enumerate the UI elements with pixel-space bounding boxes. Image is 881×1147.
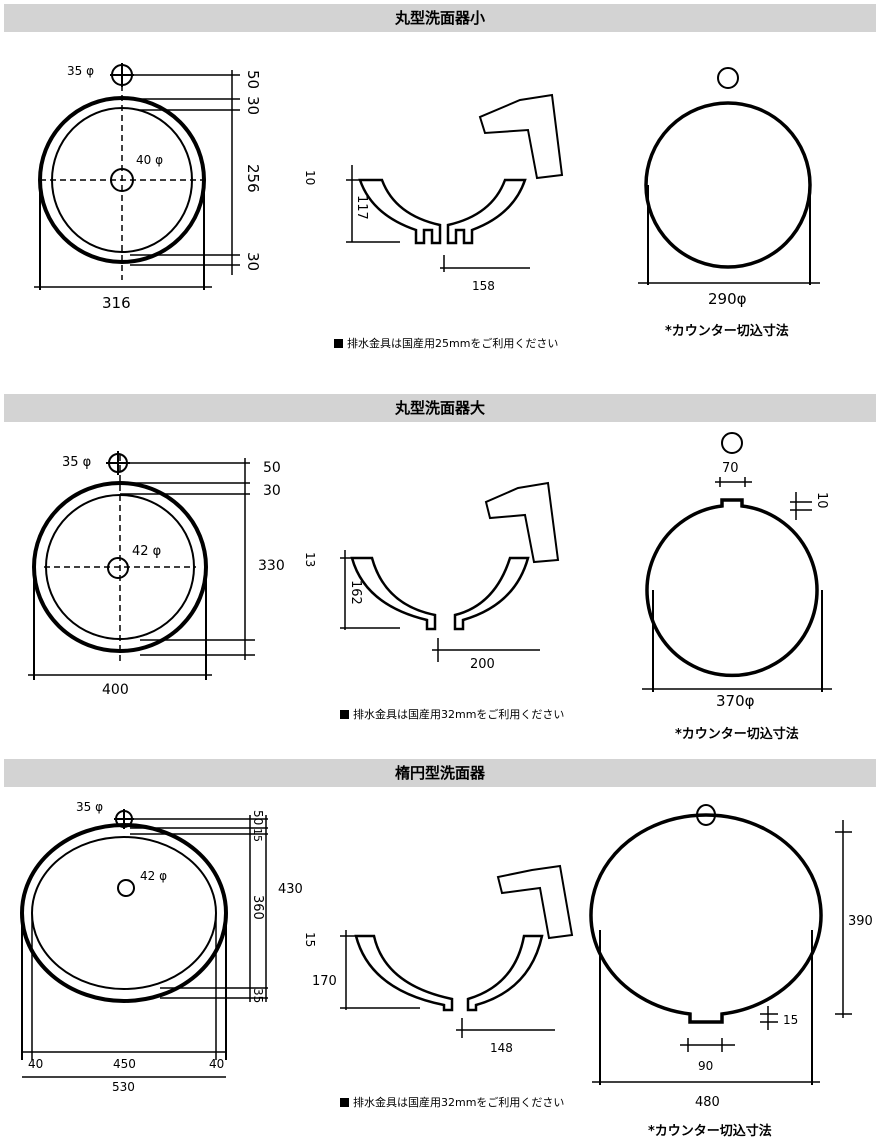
dim-50-label: 50 bbox=[263, 460, 281, 476]
drain-hole bbox=[110, 168, 134, 192]
drain-hole bbox=[107, 557, 129, 579]
rim-label: 15 bbox=[303, 932, 317, 947]
total-530-label: 530 bbox=[112, 1080, 135, 1094]
section-title-small-round: 丸型洗面器小 bbox=[4, 4, 876, 32]
cutout-faucet-mark bbox=[717, 67, 739, 89]
basin-section-left bbox=[358, 178, 442, 245]
dim-330-label: 330 bbox=[258, 558, 285, 574]
section-title-oval: 楕円型洗面器 bbox=[4, 759, 876, 787]
depth-label: 117 bbox=[354, 195, 369, 220]
dim-30-label: 30 bbox=[244, 96, 262, 115]
dim-50-label: 50 bbox=[251, 810, 265, 825]
note-square-icon bbox=[340, 710, 349, 719]
cutout-label: *カウンター切込寸法 bbox=[665, 324, 789, 339]
section-title-large-round: 丸型洗面器大 bbox=[4, 394, 876, 422]
depth-label: 170 bbox=[312, 974, 337, 989]
oval-basin-drawing: 35 φ 42 φ 50 15 360 35 430 40 450 40 530… bbox=[20, 800, 873, 1110]
cutout-width-label: 480 bbox=[695, 1095, 720, 1110]
rim-label: 10 bbox=[303, 170, 317, 185]
drain-span-label: 148 bbox=[490, 1041, 513, 1055]
drain-note: 排水金具は国産用32mmをご利用ください bbox=[340, 1094, 564, 1110]
dim-15-label: 15 bbox=[251, 828, 264, 842]
basin-section-right bbox=[453, 556, 530, 631]
drain-note: 排水金具は国産用25mmをご利用ください bbox=[334, 335, 558, 351]
notch-width-label: 90 bbox=[698, 1059, 713, 1073]
drain-note-text: 排水金具は国産用25mmをご利用ください bbox=[347, 337, 559, 350]
dim-360-label: 360 bbox=[250, 895, 265, 920]
mid-450-label: 450 bbox=[113, 1057, 136, 1071]
faucet-dia-label: 35 φ bbox=[62, 455, 91, 470]
note-square-icon bbox=[340, 1098, 349, 1107]
faucet-dia-label: 35 φ bbox=[67, 64, 94, 78]
basin-section-right bbox=[466, 934, 544, 1012]
right-40-label: 40 bbox=[209, 1057, 224, 1071]
notch-height-label: 15 bbox=[783, 1013, 798, 1027]
drain-span-label: 158 bbox=[472, 279, 495, 293]
faucet-side-view bbox=[496, 864, 574, 940]
basin-section-left bbox=[354, 934, 454, 1012]
drain-dia-label: 40 φ bbox=[136, 153, 163, 167]
drain-note-text: 排水金具は国産用32mmをご利用ください bbox=[353, 708, 565, 721]
cutout-circle bbox=[644, 101, 812, 269]
width-label: 400 bbox=[102, 682, 129, 698]
basin-section-left bbox=[350, 556, 437, 631]
basin-inner-bowl bbox=[31, 836, 217, 990]
height-430-label: 430 bbox=[278, 882, 303, 897]
width-label: 316 bbox=[102, 294, 131, 312]
drain-hole bbox=[117, 879, 135, 897]
basin-outer-rim bbox=[20, 823, 228, 1003]
cutout-dim-label: 370φ bbox=[716, 692, 755, 710]
dim-35-label: 35 bbox=[251, 988, 265, 1003]
notch-width-label: 70 bbox=[722, 461, 739, 476]
cutout-label: *カウンター切込寸法 bbox=[648, 1124, 772, 1139]
left-40-label: 40 bbox=[28, 1057, 43, 1071]
cutout-dim-label: 290φ bbox=[708, 290, 747, 308]
cutout-label: *カウンター切込寸法 bbox=[675, 727, 799, 742]
dim-30-bottom-label: 30 bbox=[244, 252, 262, 271]
dim-50-label: 50 bbox=[244, 70, 262, 89]
note-square-icon bbox=[334, 339, 343, 348]
depth-label: 162 bbox=[348, 580, 363, 605]
drain-note: 排水金具は国産用32mmをご利用ください bbox=[340, 706, 564, 722]
notch-height-label: 10 bbox=[814, 492, 829, 509]
drain-dia-label: 42 φ bbox=[140, 869, 167, 883]
basin-section-right bbox=[446, 178, 527, 245]
dim-256-label: 256 bbox=[244, 164, 262, 193]
cutout-oval bbox=[589, 813, 823, 1024]
faucet-side-view bbox=[478, 93, 564, 180]
cutout-circle bbox=[645, 498, 819, 678]
rim-label: 13 bbox=[303, 552, 317, 567]
cutout-faucet-mark bbox=[721, 432, 743, 454]
faucet-side-view bbox=[484, 481, 560, 564]
drain-span-label: 200 bbox=[470, 657, 495, 672]
faucet-dia-label: 35 φ bbox=[76, 800, 103, 814]
cutout-height-label: 390 bbox=[848, 914, 873, 929]
small-round-basin-drawing: 35 φ 40 φ 316 50 30 256 30 10 117 158 29… bbox=[34, 63, 820, 312]
drain-note-text: 排水金具は国産用32mmをご利用ください bbox=[353, 1096, 565, 1109]
dim-30-label: 30 bbox=[263, 483, 281, 499]
drain-dia-label: 42 φ bbox=[132, 544, 161, 559]
large-round-basin-drawing: 35 φ 42 φ 400 50 30 330 13 162 200 70 10… bbox=[28, 432, 832, 710]
